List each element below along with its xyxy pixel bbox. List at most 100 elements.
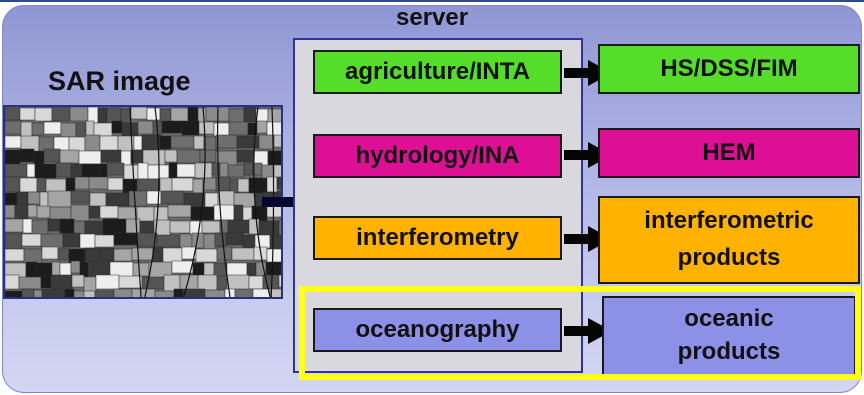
sar-field-patch [78,150,102,165]
sar-field-patch [164,149,178,163]
sar-field-patch [84,220,104,235]
sar-field-patch [273,134,281,148]
sar-field-patch [168,162,178,179]
sar-field-patch [87,107,99,124]
sar-field-patch [182,288,206,297]
server-label: server [396,4,469,31]
sar-field-patch [192,262,205,276]
sar-field-patch [105,192,130,207]
sar-field-patch [73,220,86,235]
sar-field-patch [219,162,229,178]
sar-field-patch [21,288,35,297]
sar-field-patch [99,135,119,152]
sar-field-patch [102,218,127,236]
sar-field-patch [55,162,72,178]
sar-river-line [183,107,206,297]
sar-field-patch [98,247,115,263]
sar-field-patch [231,247,255,261]
sar-field-patch [57,247,70,261]
sar-field-patch [176,149,201,164]
sar-field-patch [171,260,194,274]
sar-field-patch [213,204,235,221]
sar-field-patch [5,135,22,149]
sar-field-patch [19,148,35,163]
sar-field-patch [5,120,22,135]
sar-field-patch [141,276,165,290]
sar-field-patch [99,205,119,219]
sar-field-patch [170,135,195,149]
module-agriculture: agriculture/INTA [313,50,562,94]
product-interferometric: interferometric products [598,196,860,284]
sar-field-patch [14,204,29,221]
sar-field-patch [256,120,268,134]
product-interferometric-line1: interferometric [644,207,814,235]
sar-field-patch [47,218,61,232]
sar-field-patch [111,120,123,134]
oceanography-arrow [564,318,612,344]
sar-field-patch [31,219,49,236]
sar-field-patch [227,164,245,178]
sar-field-patch [5,192,18,206]
sar-field-patch [169,220,191,234]
product-hem-label: HEM [702,138,756,166]
sar-field-patch [100,149,122,163]
sar-field-patch [195,248,218,263]
sar-field-patch [258,134,275,150]
sar-field-patch [5,176,21,193]
sar-field-patch [88,176,109,190]
sar-field-patch [41,246,59,260]
product-oceanic-line1: oceanic [684,305,774,333]
product-oceanic-line2: products [677,338,781,365]
sar-field-patch [106,162,125,176]
sar-field-patch [33,289,43,297]
sar-field-patch [62,232,81,248]
sar-field-patch [201,220,221,234]
sar-field-patch [202,177,217,191]
sar-field-patch [5,149,21,167]
sar-river-line [216,107,231,297]
sar-field-patch [233,204,244,221]
sar-field-patch [87,260,111,277]
product-hem: HEM [598,128,860,178]
sar-field-patch [139,220,155,234]
sar-field-patch [123,164,139,182]
sar-field-patch [88,205,101,219]
sar-field-patch [203,136,217,152]
sar-field-patch [19,107,36,121]
sar-field-patch [83,290,96,297]
sar-field-patch [40,275,52,289]
product-interferometric-line2: products [677,244,781,271]
sar-field-patch [190,206,215,221]
sar-field-patch [234,288,254,297]
sar-field-patch [215,134,238,149]
sar-field-patch [50,274,73,292]
sar-river-line [253,107,271,297]
sar-image [3,105,283,299]
sar-field-patch [236,135,260,149]
sar-field-patch [248,275,264,290]
sar-texture [5,107,281,297]
sar-field-patch [85,120,95,137]
product-hs-dss-fim: HS/DSS/FIM [598,44,860,94]
sar-field-patch [131,247,154,261]
sar-field-patch [243,107,257,123]
sar-field-patch [64,288,75,297]
sar-field-patch [120,108,132,124]
sar-field-patch [89,192,107,208]
sar-field-patch [81,163,100,179]
sar-field-patch [107,177,124,191]
sar-field-patch [47,190,72,208]
sar-field-patch [269,234,281,252]
sar-field-patch [5,218,24,233]
sar-field-patch [83,276,97,294]
sar-field-patch [265,261,281,276]
sar-field-patch [113,248,133,262]
sar-field-patch [60,122,77,138]
sar-field-patch [137,120,154,135]
sar-river-line [129,107,142,297]
sar-field-patch [5,290,23,297]
sar-field-patch [273,164,281,179]
sar-field-patch [154,290,175,297]
sar-field-patch [197,274,218,291]
sar-field-patch [267,150,281,166]
